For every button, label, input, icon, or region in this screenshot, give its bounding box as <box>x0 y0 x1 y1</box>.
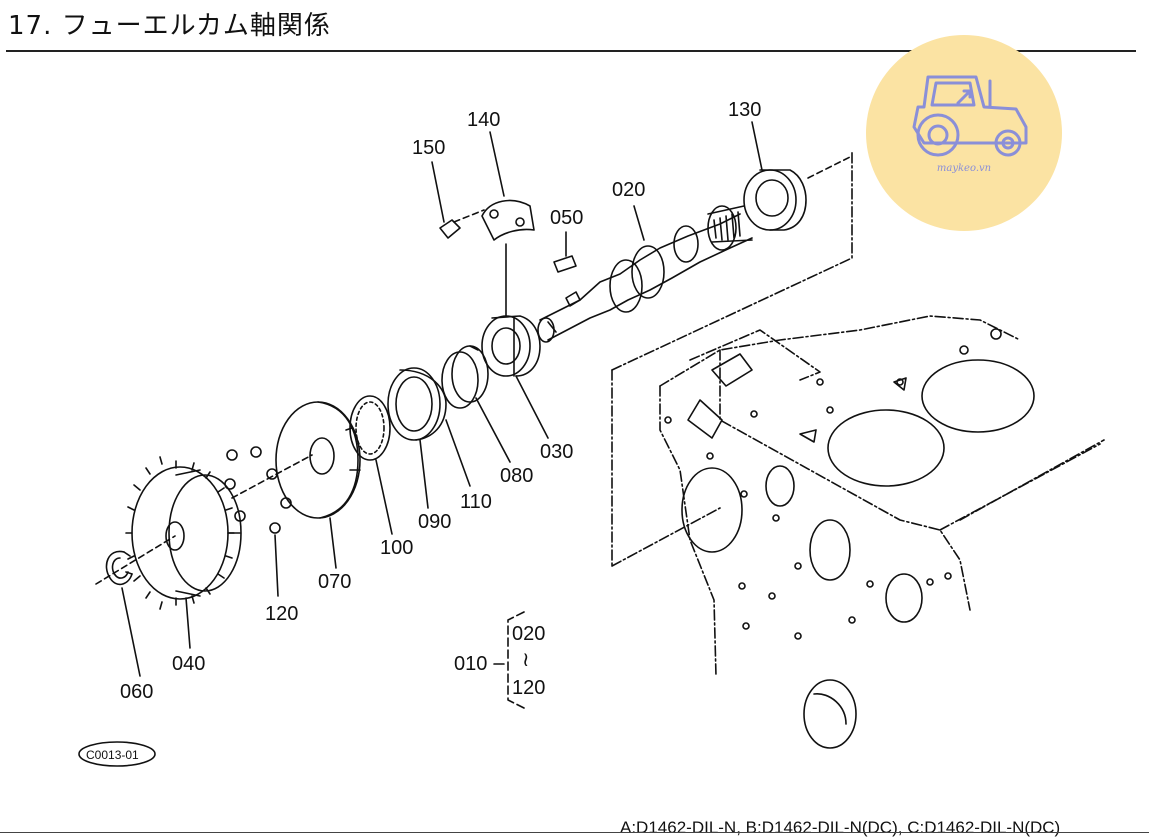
flange-070 <box>231 401 361 519</box>
label-100: 100 <box>380 537 413 559</box>
bearing-130 <box>743 155 853 231</box>
label-070: 070 <box>318 571 351 593</box>
snap-ring-110 <box>441 345 489 409</box>
label-140: 140 <box>467 109 500 131</box>
race-090 <box>387 367 447 441</box>
camshaft-020 <box>537 205 753 343</box>
key-050 <box>553 255 577 273</box>
model-applicability-note: A:D1462-DIL-N, B:D1462-DIL-N(DC), C:D146… <box>620 818 1061 837</box>
label-030: 030 <box>540 441 573 463</box>
gear-040 <box>125 456 242 610</box>
watermark-text: maykeo.vn <box>936 163 992 174</box>
bearing-030 <box>481 315 541 377</box>
ball-cage-100 <box>349 395 391 461</box>
page-title: 17. フューエルカム軸関係 <box>8 11 331 41</box>
label-120: 120 <box>265 603 298 625</box>
engine-housing <box>611 149 1105 677</box>
watermark-logo: maykeo.vn <box>866 35 1062 231</box>
leader-lines <box>121 121 763 677</box>
engine-housing-detail <box>664 328 1035 749</box>
label-130: 130 <box>728 99 761 121</box>
label-080: 080 <box>500 465 533 487</box>
figure-code-oval <box>78 741 156 767</box>
label-010: 010 <box>454 653 487 675</box>
figure-code: C0013-01 <box>86 748 139 762</box>
label-110: 110 <box>460 491 492 513</box>
assembly-to: 120 <box>512 677 545 699</box>
bottom-divider <box>0 832 1149 833</box>
assembly-from: 020 <box>512 623 545 645</box>
bolt-150 <box>439 209 485 239</box>
tractor-icon <box>912 75 1028 157</box>
label-040: 040 <box>172 653 205 675</box>
title-divider <box>6 50 1136 52</box>
assembly-range-mark: ≀ <box>522 649 530 671</box>
label-090: 090 <box>418 511 451 533</box>
balls-120 <box>224 446 292 534</box>
circlip-060 <box>95 535 176 586</box>
retainer-140 <box>481 199 535 317</box>
assembly-bracket <box>493 611 525 709</box>
label-060: 060 <box>120 681 153 703</box>
label-150: 150 <box>412 137 445 159</box>
label-050: 050 <box>550 207 583 229</box>
label-020: 020 <box>612 179 645 201</box>
